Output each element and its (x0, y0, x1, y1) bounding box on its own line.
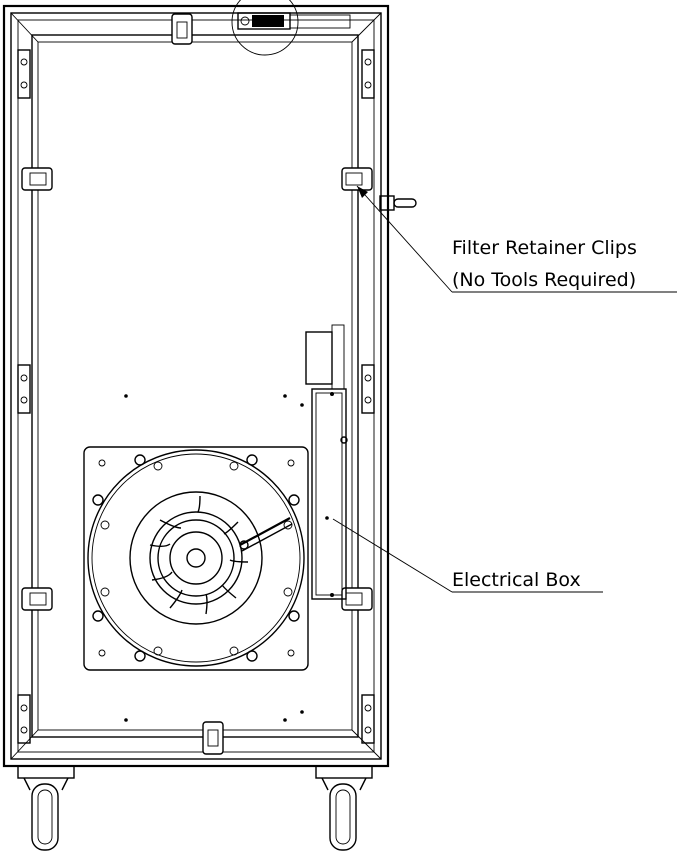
filter-clips-label-line1: Filter Retainer Clips (452, 237, 637, 259)
panel-fastener-dots (124, 394, 329, 722)
blower-fan-assembly (83, 446, 309, 671)
filter-clips-leader (356, 185, 677, 293)
filter-retainer-clip-right-upper (341, 167, 373, 191)
filter-retainer-clip-bottom (202, 721, 224, 755)
side-brackets (17, 49, 375, 744)
filter-retainer-clip-top (171, 13, 193, 45)
electrical-box-leader (332, 518, 603, 593)
caster-left (17, 765, 75, 851)
side-latch-handle (379, 195, 417, 211)
electrical-box (305, 324, 348, 600)
filter-retainer-clip-left-upper (21, 167, 53, 191)
top-connector-detail (231, 0, 351, 56)
electrical-box-label: Electrical Box (452, 569, 581, 591)
filter-retainer-clip-left-lower (21, 587, 53, 611)
filter-clips-label-line2: (No Tools Required) (452, 269, 636, 291)
caster-right (315, 765, 373, 851)
cabinet-frame (2, 4, 390, 768)
